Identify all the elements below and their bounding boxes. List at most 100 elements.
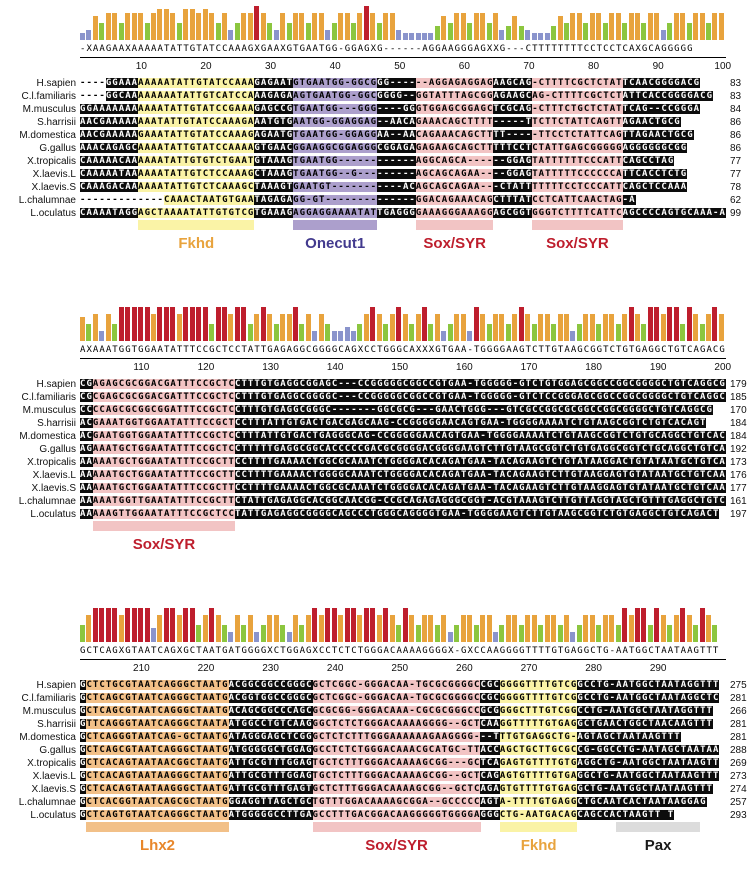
sequence-highlight: AGCAGCAGAA-- (415, 169, 494, 179)
sequence-highlight: AAAGTTGGAATATTTCCGCTCC (92, 509, 236, 519)
histogram-bar (228, 631, 234, 642)
histogram-bar (299, 324, 305, 341)
histogram-bar (622, 608, 628, 642)
domain-band-lhx2 (86, 822, 229, 832)
block-line: -XAAGAAXAAAAATATTGTATCCAAAGXGAAXGTGAATGG… (2, 43, 751, 55)
label-cell (2, 531, 80, 557)
number-cell: 293 (726, 809, 753, 822)
sequence-segment: GGCTG-AATGGCTAATAAGTTT (577, 771, 720, 781)
histogram-bar (525, 614, 531, 642)
end-position: 99 (730, 208, 742, 219)
histogram-bar (209, 608, 215, 642)
alignment-cell: CAAAAATAAAAAATATTGTCTCCAAAGCTAAAGTGAATGG… (80, 168, 726, 181)
sequence-highlight: AGCTAAAATATTGTGTCG (138, 208, 255, 218)
histogram-bar (551, 324, 557, 341)
histogram-bar (305, 614, 311, 642)
sequence-segment: AA (80, 496, 93, 506)
alignment-cell: GCTCTGCGTAATCAGGGCTAATGACGGCGGCCGGGCGCTC… (80, 679, 726, 692)
histogram-bar (221, 625, 227, 642)
sequence-segment: ------ (377, 169, 416, 179)
end-position: 274 (730, 784, 747, 795)
histogram-bar (396, 307, 402, 341)
sequence-segment: GCCTG-AATGGCTAATAGGCTC (577, 693, 720, 703)
sequence-segment: CAAAGACAA (80, 182, 139, 192)
sequence-text: AAACAGAGCAAAATATTGTATCCAAAAGTGAACGGAAGGC… (80, 142, 726, 155)
histogram-bar (589, 614, 595, 642)
number-cell: 179 (726, 378, 753, 391)
histogram-bar (363, 6, 369, 40)
histogram-bar (176, 614, 182, 642)
end-position: 197 (730, 509, 747, 520)
sequence-segment: G (80, 810, 87, 820)
histogram-bar (557, 313, 563, 341)
sequence-highlight: GCTCTTTGGGACAAAAGCGG--GCTC (312, 784, 481, 794)
label-cell: C.l.familiaris (2, 692, 80, 705)
histogram-bar (615, 625, 621, 642)
histogram-bar (422, 614, 428, 642)
block-line: Sox/SYR (2, 531, 751, 557)
block-line: H.sapien----GGAAAAAAAATATTGTATCCAAAGAGAA… (2, 77, 751, 90)
sequence-highlight: AGGAGGAAAATAT (293, 208, 378, 218)
sequence-segment: GGGG-- (377, 91, 416, 101)
histogram-bar (150, 12, 156, 40)
histogram-bar (247, 324, 253, 341)
sequence-segment: GAGCCG (254, 104, 294, 114)
histogram-bar (131, 12, 137, 40)
sequence-segment: ------ (377, 156, 416, 166)
label-cell: L.chalumnae (2, 495, 80, 508)
histogram-bar (370, 307, 376, 341)
alignment-block-3: GCTCAGXGTAATCAGXGCTAATGATGGGGXCTGGAGXCCT… (2, 607, 751, 858)
histogram-bar (228, 29, 234, 40)
sequence-segment: AGGGGGGCGG (622, 143, 688, 153)
species-label: M.musculus (22, 405, 76, 416)
ruler-number: 260 (456, 663, 473, 674)
end-position: 177 (730, 483, 747, 494)
sequence-gap (674, 156, 726, 166)
sequence-text: AAAAATGCTGGAATATTTCCGCTTCCTTTTGAAAACTGGC… (80, 482, 726, 495)
sequence-segment: CTGCAATCACTAATAAGGAG (577, 797, 707, 807)
species-label: L.chalumnae (18, 797, 76, 808)
alignment-cell: AXAAATGGTGGAATATTTCCGCTCCTATTGAGAGGCGGGG… (80, 344, 726, 356)
sequence-segment: TTAGAACTGCG (622, 130, 694, 140)
number-cell (726, 230, 753, 256)
alignment-cell: CAAAAACAAAAAATATTGTGTCTGAATGTAAAGTGAATGG… (80, 155, 726, 168)
sequence-highlight: GAAATGGTGGAATATTTCCGCT (92, 418, 236, 428)
histogram-bar (505, 614, 511, 642)
label-cell: H.sapien (2, 679, 80, 692)
sequence-highlight: CTCACGGTAATCAGCGCTAATG (86, 797, 229, 807)
sequence-segment: TCGCAG (493, 104, 533, 114)
histogram-bar (338, 330, 344, 341)
histogram-bar (493, 631, 498, 642)
sequence-gap (707, 797, 720, 807)
end-position: 77 (730, 156, 742, 167)
histogram-bar (273, 29, 279, 40)
histogram-bar (112, 12, 118, 40)
histogram-bar (434, 625, 440, 642)
sequence-gap (706, 418, 725, 428)
histogram-bar (331, 608, 337, 642)
histogram-bar (370, 12, 376, 40)
alignment-cell: AAAAATGCTGGAATATTTCCGCTTCCTTTTGAAAACTGGG… (80, 469, 726, 482)
end-position: 179 (730, 379, 747, 390)
histogram-bar (363, 608, 369, 642)
sequence-highlight: TTTTTCCTCCCATT (532, 182, 623, 192)
histogram-bar (176, 23, 182, 40)
conservation-histogram (80, 5, 726, 40)
histogram-bar (518, 625, 524, 642)
species-label: M.domestica (19, 431, 76, 442)
histogram-bar (163, 9, 169, 40)
histogram-bar (299, 625, 305, 642)
histogram-bar (112, 324, 118, 341)
alignment-cell: -------------CAAACTAATGTGAATAGAGAGG-GT--… (80, 194, 726, 207)
histogram-bar (493, 12, 498, 40)
sequence-highlight: GAATGGTGGAATATTTCCGCTC (92, 431, 236, 441)
histogram-bar (512, 313, 518, 341)
sequence-highlight: TCTTCTATTCAGTT (532, 117, 623, 127)
histogram-bar (647, 625, 653, 642)
conservation-histogram (80, 306, 726, 341)
label-cell: G.gallus (2, 142, 80, 155)
